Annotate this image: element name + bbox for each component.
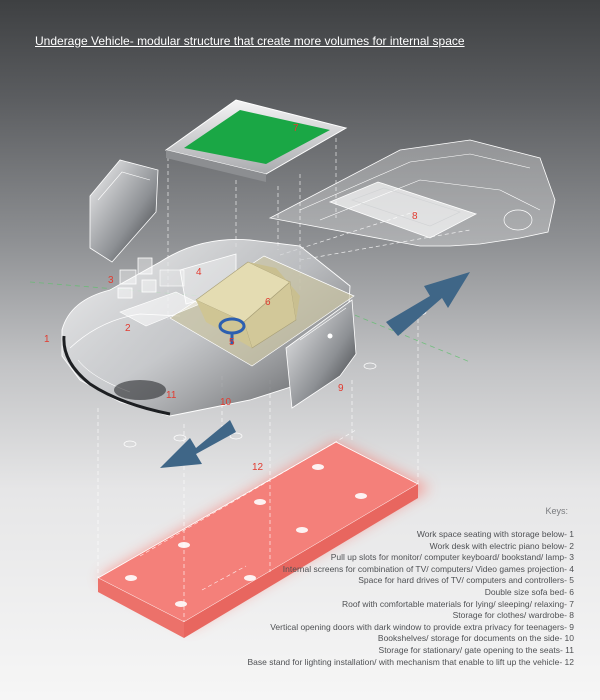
steering-wheel <box>218 317 246 344</box>
key-item: Double size sofa bed- 6 <box>484 586 574 597</box>
key-item: Base stand for lighting installation/ wi… <box>247 656 575 667</box>
label-10: 10 <box>220 397 232 408</box>
key-item: Storage for clothes/ wardrobe- 8 <box>452 610 574 621</box>
key-item: Space for hard drives of TV/ computers a… <box>358 575 574 586</box>
key-item: Internal screens for combination of TV/ … <box>282 563 574 574</box>
side-door <box>285 299 357 409</box>
part-labels: 1 2 3 4 5 6 7 8 9 10 11 12 <box>44 123 418 473</box>
label-4: 4 <box>196 267 202 278</box>
label-11: 11 <box>166 390 177 401</box>
label-9: 9 <box>338 383 344 394</box>
base-stand <box>97 429 430 638</box>
roof-panel <box>164 99 348 182</box>
base-stand-side <box>184 484 418 638</box>
keys-heading: Keys: <box>545 506 568 516</box>
diagram-title: Underage Vehicle- modular structure that… <box>35 34 465 48</box>
rear-shell <box>268 139 556 247</box>
key-item: Bookshelves/ storage for documents on th… <box>377 633 574 644</box>
label-7: 7 <box>293 123 299 134</box>
sofa-bed <box>195 261 300 349</box>
projection-lines <box>97 138 471 622</box>
label-6: 6 <box>265 297 271 308</box>
key-item: Roof with comfortable materials for lyin… <box>342 598 574 609</box>
arrow-front <box>160 420 236 468</box>
base-stand-front <box>98 578 184 638</box>
keys-list: Work space seating with storage below- 1… <box>248 529 575 668</box>
label-8: 8 <box>412 211 418 222</box>
label-1: 1 <box>44 334 50 345</box>
label-3: 3 <box>108 275 114 286</box>
key-item: Pull up slots for monitor/ computer keyb… <box>330 552 574 563</box>
wardrobe-storage <box>328 181 478 239</box>
key-item: Storage for stationary/ gate opening to … <box>378 644 574 655</box>
label-2: 2 <box>125 323 131 334</box>
key-item: Work space seating with storage below- 1 <box>416 529 574 539</box>
floor-markers <box>123 308 427 448</box>
label-12: 12 <box>252 462 264 473</box>
label-5: 5 <box>229 337 235 348</box>
key-item: Work desk with electric piano below- 2 <box>429 540 574 551</box>
front-door-panel <box>89 159 159 263</box>
arrow-back <box>386 272 470 336</box>
key-item: Vertical opening doors with dark window … <box>270 621 574 632</box>
monitor-slots <box>117 257 157 299</box>
